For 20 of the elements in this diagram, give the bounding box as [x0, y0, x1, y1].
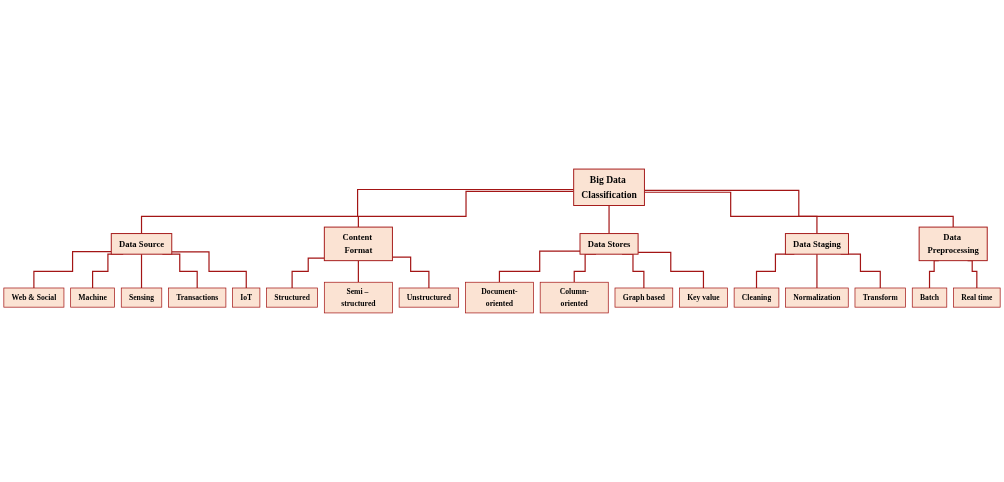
connector	[357, 260, 359, 283]
connector	[291, 257, 325, 289]
connector	[608, 204, 610, 235]
node-box: Data Source	[110, 233, 173, 255]
connector	[140, 253, 143, 289]
node-box: Data Staging	[784, 233, 849, 255]
connector	[171, 251, 247, 289]
node-box: Big Data Classification	[573, 168, 645, 206]
connector	[391, 256, 430, 289]
node-box: Data Preprocessing	[918, 226, 988, 262]
connector	[357, 190, 575, 228]
connector	[140, 188, 575, 235]
connector	[33, 251, 112, 289]
connector	[498, 250, 581, 283]
connector	[637, 251, 705, 289]
connector	[643, 191, 818, 235]
node-box: Content Format	[323, 226, 393, 262]
connector	[816, 253, 818, 289]
connector	[643, 189, 954, 228]
node-box: Data Stores	[579, 233, 639, 255]
